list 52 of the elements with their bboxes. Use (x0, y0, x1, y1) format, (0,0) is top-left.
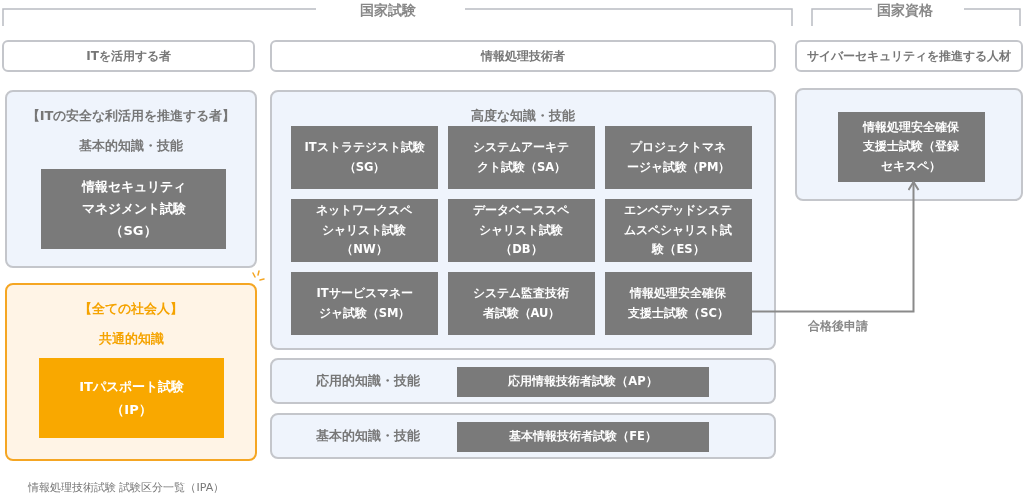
exam-box (291, 126, 438, 189)
exam-name: 基本情報技術者試験（FE） (509, 428, 657, 446)
exam-box (291, 272, 438, 335)
category-box (795, 40, 1023, 72)
empty-panel (795, 88, 1023, 201)
level-panel (270, 413, 776, 459)
section-heading: 国家資格 (876, 1, 934, 20)
exam-box (457, 422, 709, 452)
exam-box (457, 367, 709, 397)
exam-name: 情報処理安全確保支援士試験（登録セキスペ） (862, 118, 961, 175)
exam-name: ITサービスマネージャ試験（SM） (315, 284, 414, 322)
caption: 情報処理技術試験 試験区分一覧（IPA） (28, 480, 225, 496)
exam-name: システム監査技術者試験（AU） (472, 284, 571, 322)
level-panel (5, 90, 257, 268)
exam-box (838, 112, 985, 182)
edge-label: 合格後申請 (808, 318, 868, 335)
category-box (270, 40, 776, 72)
exam-name: ITパスポート試験（IP） (78, 377, 185, 419)
exam-box (605, 199, 752, 262)
exam-name: 情報処理安全確保支援士試験（SC） (627, 284, 730, 322)
exam-box (448, 272, 595, 335)
exam-box (41, 169, 226, 249)
exam-box (39, 358, 224, 438)
exam-name: エンベデッドシステムスペシャリスト試験（ES） (623, 202, 734, 259)
exam-name: システムアーキテクト試験（SA） (472, 138, 571, 176)
group-heading: サイバーセキュリティを推進する人材 (807, 48, 1011, 65)
group-heading: 情報処理技術者 (481, 48, 565, 65)
exam-box (448, 199, 595, 262)
panel-heading: 【ITの安全な利活用を推進する者】 (26, 107, 236, 125)
category-box (2, 40, 255, 72)
exam-name: プロジェクトマネージャ試験（PM） (625, 138, 732, 176)
exam-name: ITストラテジスト試験（SG） (304, 138, 425, 176)
exam-box (605, 126, 752, 189)
panel-heading: 高度な知識・技能 (471, 107, 575, 125)
section-heading: 国家試験 (359, 1, 417, 20)
level-label: 基本的知識・技能 (316, 427, 420, 446)
exam-name: 応用情報技術者試験（AP） (508, 373, 658, 391)
panel-subheading: 基本的知識・技能 (79, 136, 183, 155)
level-label: 応用的知識・技能 (316, 372, 420, 391)
level-panel (5, 283, 257, 461)
level-panel (270, 90, 776, 350)
exam-box (448, 126, 595, 189)
panel-subheading: 共通的知識 (98, 329, 164, 348)
group-heading: ITを活用する者 (86, 48, 171, 65)
exam-box (605, 272, 752, 335)
exam-name: 情報セキュリティマネジメント試験（SG） (80, 177, 187, 241)
arrow (751, 181, 920, 313)
panel-heading: 【全ての社会人】 (79, 300, 183, 318)
level-panel (270, 358, 776, 404)
exam-name: ネットワークスペシャリスト試験（NW） (315, 202, 414, 259)
exam-box (291, 199, 438, 262)
exam-name: データベーススペシャリスト試験（DB） (472, 202, 571, 259)
